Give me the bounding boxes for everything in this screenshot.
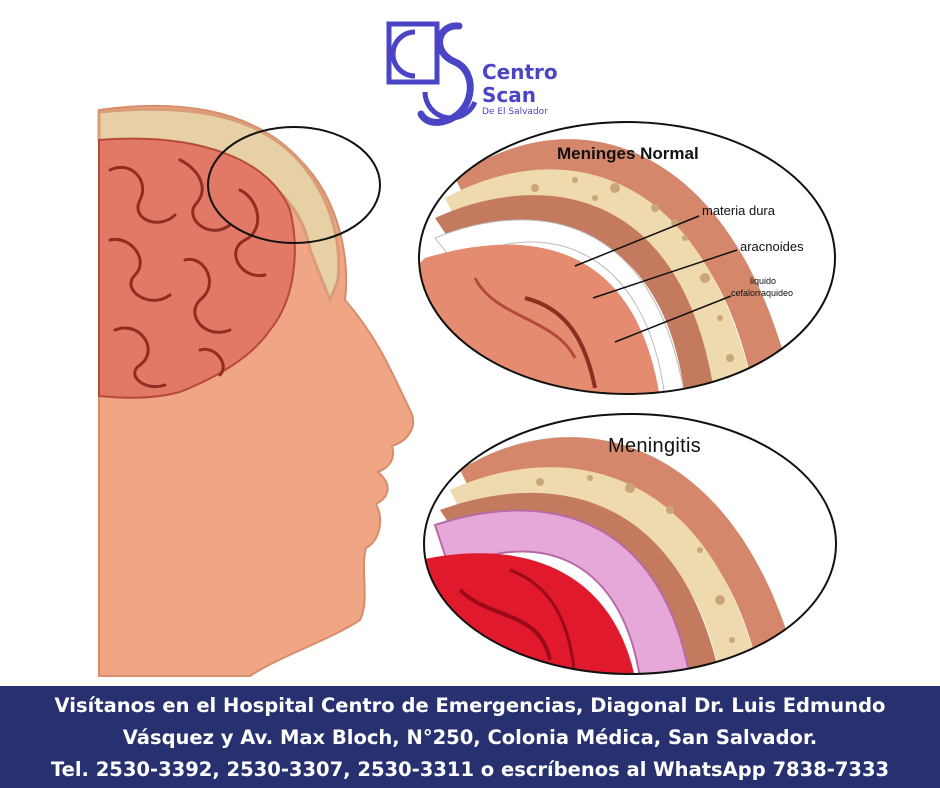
logo-line-3: De El Salvador bbox=[482, 107, 548, 117]
normal-meninges-title: Meninges Normal bbox=[557, 144, 699, 163]
logo-line-1: Centro bbox=[482, 60, 558, 84]
banner-phone-line: Tel. 2530-3392, 2530-3307, 2530-3311 o e… bbox=[50, 758, 890, 781]
callout-ellipse bbox=[207, 126, 381, 244]
meningitis-title: Meningitis bbox=[608, 435, 702, 457]
head-illustration bbox=[97, 104, 415, 677]
normal-meninges-inset bbox=[418, 121, 836, 395]
label-csf-line-2: cefalorraquideo bbox=[731, 288, 794, 298]
label-csf-line-1: liquido bbox=[750, 276, 777, 286]
banner-address-line-2: Vásquez y Av. Max Bloch, N°250, Colonia … bbox=[122, 726, 818, 749]
logo-line-2: Scan bbox=[482, 83, 536, 107]
brain bbox=[98, 137, 296, 399]
contact-banner: Visítanos en el Hospital Centro de Emerg… bbox=[0, 686, 940, 788]
banner-address-line-1: Visítanos en el Hospital Centro de Emerg… bbox=[54, 694, 886, 717]
logo-wordmark: Centro Scan De El Salvador bbox=[482, 62, 558, 117]
label-arachnoid: aracnoides bbox=[740, 239, 804, 254]
label-dura-mater: materia dura bbox=[702, 203, 775, 218]
meningitis-inset bbox=[423, 413, 837, 675]
centro-scan-logo-icon bbox=[386, 21, 478, 126]
